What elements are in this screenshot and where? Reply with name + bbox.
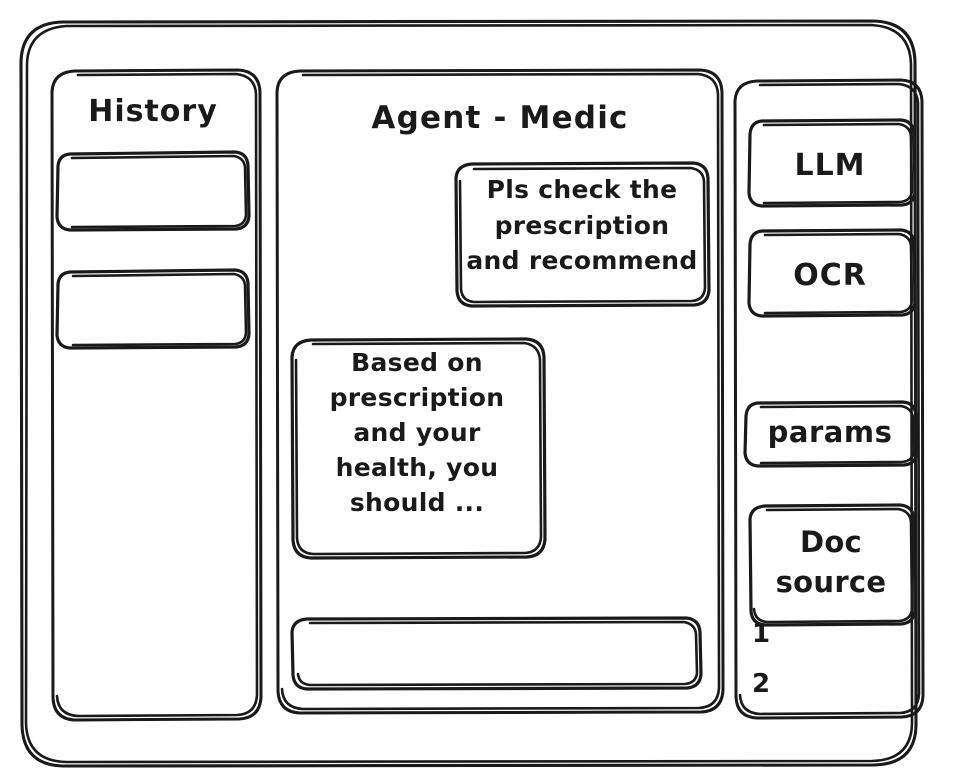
assistant-message-text: Based on prescription and your health, y… bbox=[329, 348, 505, 517]
window-frame bbox=[19, 19, 918, 768]
composer-input-frame[interactable] bbox=[290, 616, 703, 691]
history-panel-title: History bbox=[88, 94, 218, 129]
history-list-item-1[interactable] bbox=[57, 270, 249, 348]
tools-panel-frame bbox=[733, 78, 925, 720]
tool-button-ocr-frame[interactable] bbox=[747, 228, 917, 318]
history-item-frame-1[interactable] bbox=[55, 268, 251, 350]
assistant-message-bubble bbox=[290, 337, 547, 560]
page-title: Agent - Medic bbox=[371, 100, 629, 136]
doc-source-label[interactable]: Doc source bbox=[775, 525, 887, 600]
doc-source-list-item-1[interactable]: 2 bbox=[752, 669, 771, 699]
tool-button-params-label[interactable]: params bbox=[767, 415, 893, 449]
tool-button-llm-frame[interactable] bbox=[747, 118, 917, 208]
user-message-text: Pls check the prescription and recommend bbox=[466, 175, 698, 275]
doc-source-frame[interactable] bbox=[748, 503, 917, 627]
tool-button-llm-label[interactable]: LLM bbox=[794, 148, 866, 183]
user-message-bubble bbox=[454, 161, 711, 308]
history-item-frame-0[interactable] bbox=[55, 150, 251, 232]
doc-source-list-item-0[interactable]: 1 bbox=[752, 619, 771, 649]
history-panel-frame bbox=[50, 68, 263, 722]
main-panel-frame bbox=[275, 68, 725, 715]
tool-button-ocr-label[interactable]: OCR bbox=[793, 258, 867, 293]
history-list-item-0[interactable] bbox=[57, 152, 249, 230]
tool-button-params-frame[interactable] bbox=[743, 400, 919, 468]
